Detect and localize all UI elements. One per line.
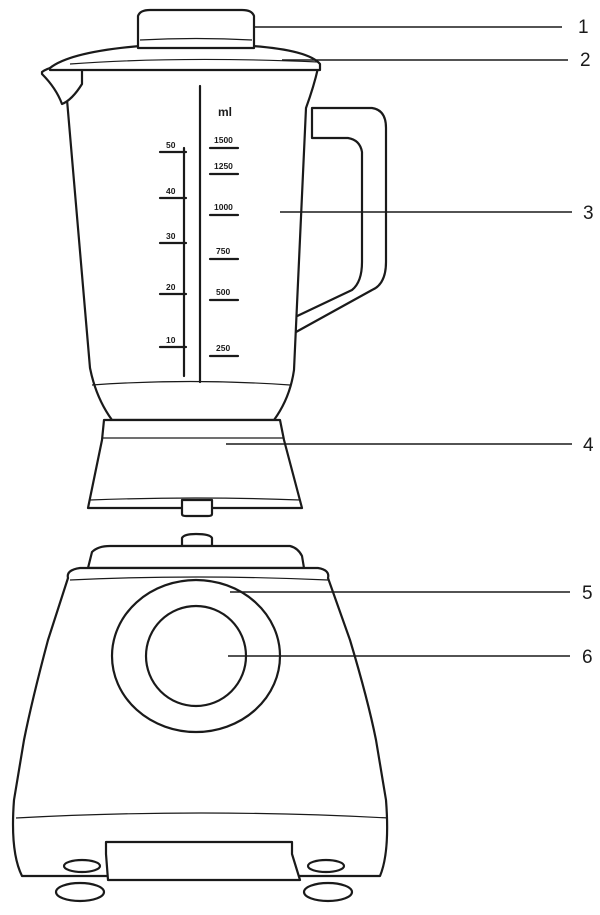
foot-right-back (306, 858, 346, 874)
scale-ml-label: 250 (216, 343, 230, 353)
callout-6: 6 (582, 647, 593, 668)
scale-oz-label: 40 (166, 186, 176, 196)
scale-ml-label: 500 (216, 287, 230, 297)
callout-2: 2 (580, 50, 591, 71)
callout-4: 4 (583, 435, 594, 456)
foot-right-front (302, 881, 354, 903)
measurement-scale: ml 1500 1250 1000 750 500 250 50 40 30 2… (158, 105, 240, 378)
scale-unit: ml (218, 105, 232, 119)
jug-base-collar (86, 418, 304, 518)
callout-3: 3 (583, 203, 594, 224)
callout-1: 1 (578, 17, 589, 38)
scale-oz-label: 30 (166, 231, 176, 241)
foot-left-front (54, 881, 106, 903)
scale-oz-label: 50 (166, 140, 176, 150)
callout-5: 5 (582, 583, 593, 604)
scale-oz-label: 20 (166, 282, 176, 292)
measuring-cap (136, 8, 256, 50)
jug (40, 64, 320, 422)
scale-ml-label: 750 (216, 246, 230, 256)
scale-oz-label: 10 (166, 335, 176, 345)
scale-ml-label: 1250 (214, 161, 233, 171)
callout-labels: 1 2 3 4 5 6 (578, 17, 594, 668)
scale-ml-label: 1500 (214, 135, 233, 145)
control-knob (110, 578, 282, 734)
foot-left-back (62, 858, 102, 874)
leader-lines (226, 26, 572, 657)
jug-handle (291, 106, 388, 334)
scale-ml-label: 1000 (214, 202, 233, 212)
lid (48, 44, 322, 72)
